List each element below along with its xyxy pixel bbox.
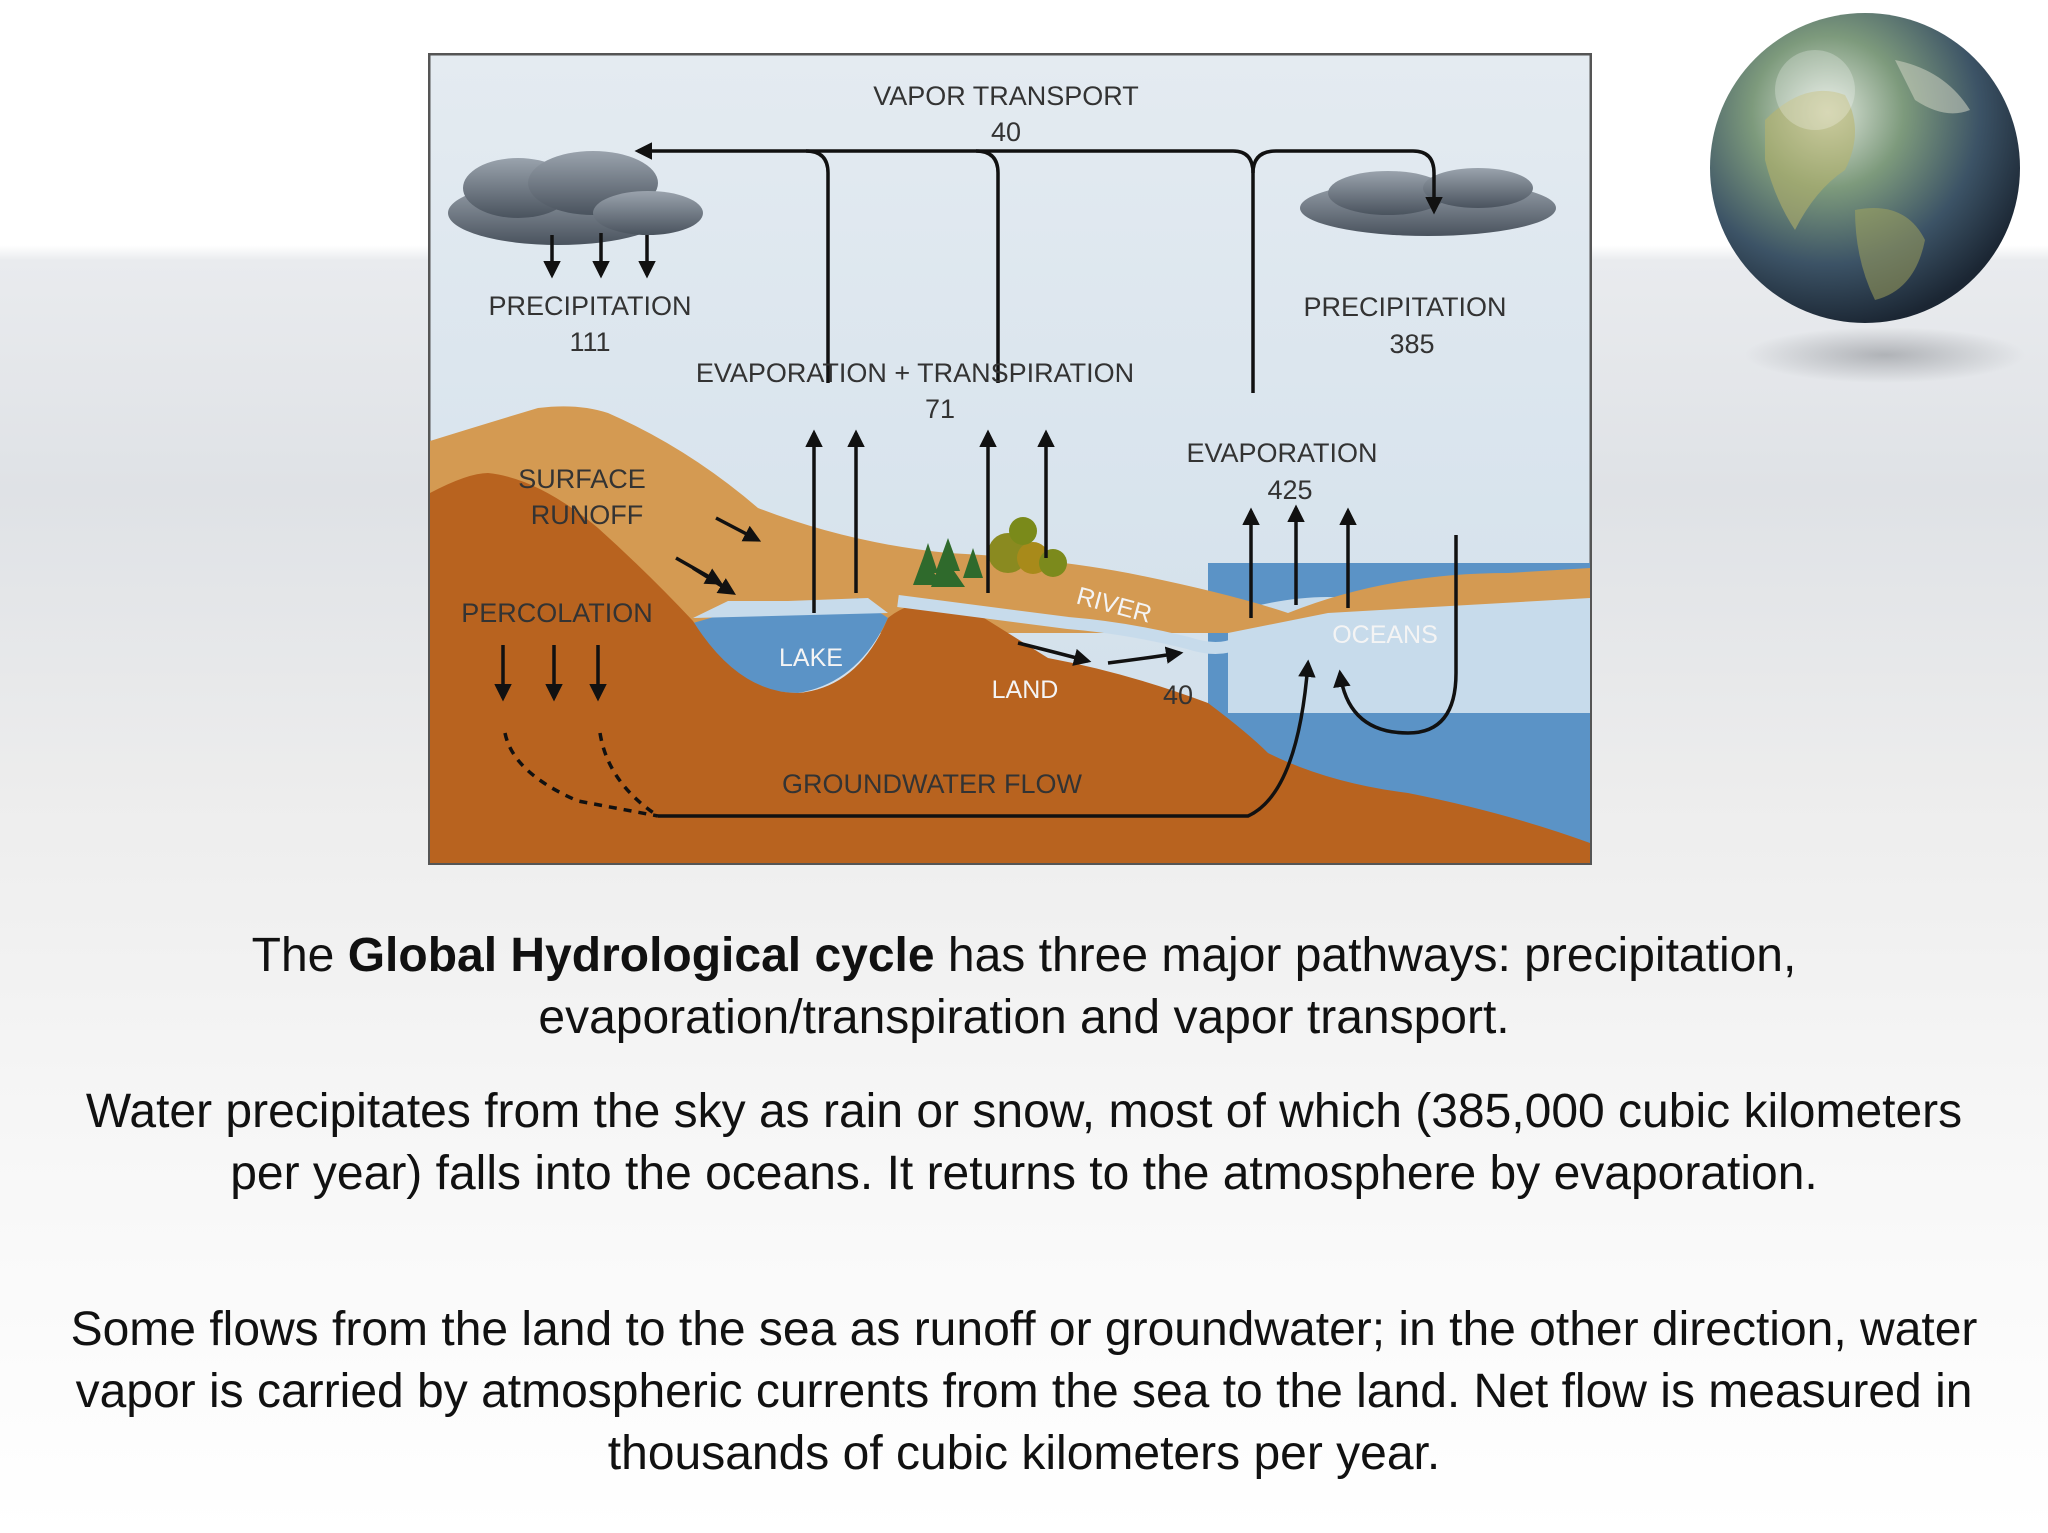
ocean-surface	[1228, 593, 1590, 713]
vapor-transport-label: VAPOR TRANSPORT	[873, 81, 1139, 111]
evapotranspiration-label: EVAPORATION + TRANSPIRATION	[696, 358, 1134, 388]
p1-post: has three major pathways: precipitation,…	[538, 929, 1797, 1044]
trees	[913, 517, 1067, 587]
groundwater-flow-label: GROUNDWATER FLOW	[782, 769, 1082, 799]
caption-paragraph-2: Water precipitates from the sky as rain …	[85, 1085, 1963, 1200]
hydrological-cycle-diagram: VAPOR TRANSPORT 40 PRECIPITATION 111 PRE…	[428, 53, 1592, 865]
caption-paragraph-1: The Global Hydrological cycle has three …	[60, 925, 1988, 1049]
percolation-label: PERCOLATION	[461, 598, 653, 628]
precipitation-land-label: PRECIPITATION	[488, 291, 691, 321]
p1-pre: The	[251, 929, 348, 982]
surface-runoff-label-2: RUNOFF	[531, 500, 643, 530]
lake-label: LAKE	[779, 644, 843, 672]
caption-paragraph-3: Some flows from the land to the sea as r…	[70, 1303, 1978, 1480]
p1-bold-term: Global Hydrological cycle	[347, 929, 935, 982]
precipitation-ocean-label: PRECIPITATION	[1303, 292, 1506, 322]
river-value: 40	[1163, 680, 1193, 710]
vapor-transport-value: 40	[991, 117, 1021, 147]
river	[897, 595, 1241, 654]
lake-water	[693, 598, 888, 693]
evaporation-ocean-value: 425	[1267, 475, 1312, 505]
precipitation-land-value: 111	[569, 327, 610, 357]
surface-runoff-label-1: SURFACE	[518, 464, 646, 494]
evapotranspiration-value: 71	[925, 394, 955, 424]
ocean-circulation-arrow	[1333, 535, 1458, 735]
river-flow-arrows	[1017, 641, 1092, 666]
groundwater-dashed	[503, 732, 659, 818]
precipitation-ocean-value: 385	[1389, 329, 1434, 359]
land-body	[430, 473, 1590, 863]
cloud-left-icon	[448, 151, 703, 245]
surface-runoff-arrows	[715, 516, 762, 542]
oceans-label: OCEANS	[1332, 621, 1438, 649]
earth-globe-image	[1695, 0, 2048, 390]
land-label: LAND	[992, 676, 1059, 704]
evaporation-ocean-label: EVAPORATION	[1186, 438, 1377, 468]
groundwater-flow-arrow	[658, 659, 1316, 818]
